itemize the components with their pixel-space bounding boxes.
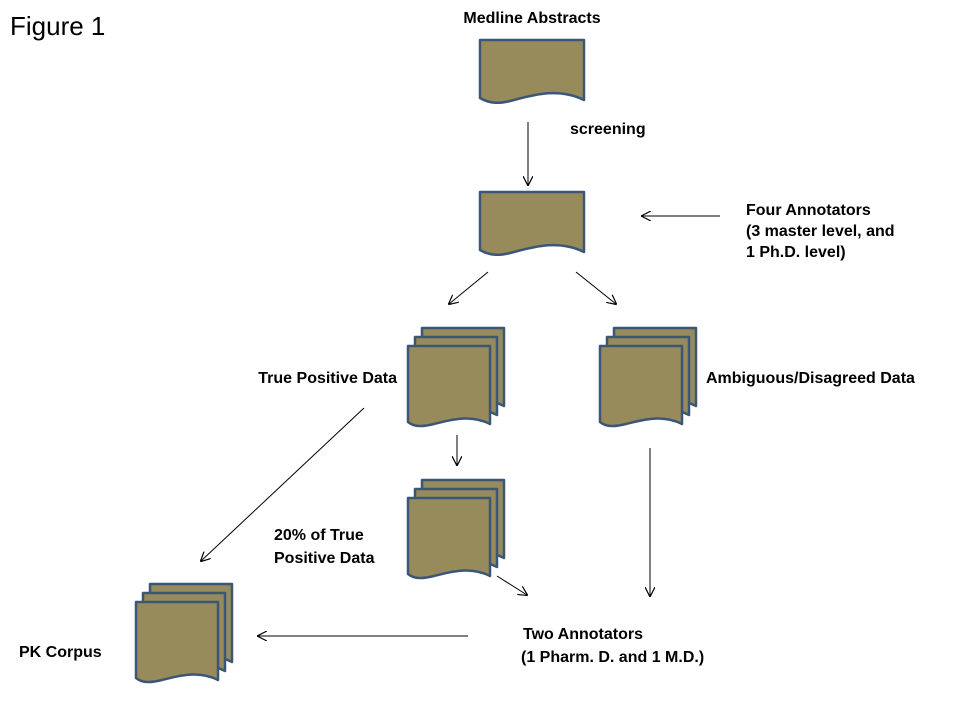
arrow-to-true-positive xyxy=(449,271,489,304)
medline-abstracts-label: Medline Abstracts xyxy=(463,10,600,27)
four-annotators-label-line1: Four Annotators xyxy=(746,202,871,219)
two-annotators-label-line1: Two Annotators xyxy=(523,626,643,643)
two-annotators-label-line2: (1 Pharm. D. and 1 M.D.) xyxy=(521,649,704,666)
twenty-percent-document-stack-icon xyxy=(406,478,506,580)
screening-label: screening xyxy=(570,121,646,138)
true-positive-label: True Positive Data xyxy=(258,370,397,387)
twenty-percent-label-line2: Positive Data xyxy=(274,550,375,567)
medline-abstracts-document-icon xyxy=(478,38,586,104)
arrow-to-ambiguous xyxy=(575,271,616,304)
screened-abstracts-document-icon xyxy=(478,190,586,256)
arrow-true-positive-to-pk-corpus xyxy=(201,407,365,561)
true-positive-document-stack-icon xyxy=(406,326,506,428)
ambiguous-document-stack-icon xyxy=(598,326,698,428)
four-annotators-label-line2: (3 master level, and xyxy=(746,223,895,240)
figure-title: Figure 1 xyxy=(10,11,105,41)
twenty-percent-label-line1: 20% of True xyxy=(274,527,364,544)
ambiguous-label: Ambiguous/Disagreed Data xyxy=(706,370,915,387)
pk-corpus-document-stack-icon xyxy=(134,582,234,684)
four-annotators-label-line3: 1 Ph.D. level) xyxy=(746,244,846,261)
pk-corpus-label: PK Corpus xyxy=(19,644,102,661)
arrow-subset-to-two-annotators xyxy=(496,575,527,595)
